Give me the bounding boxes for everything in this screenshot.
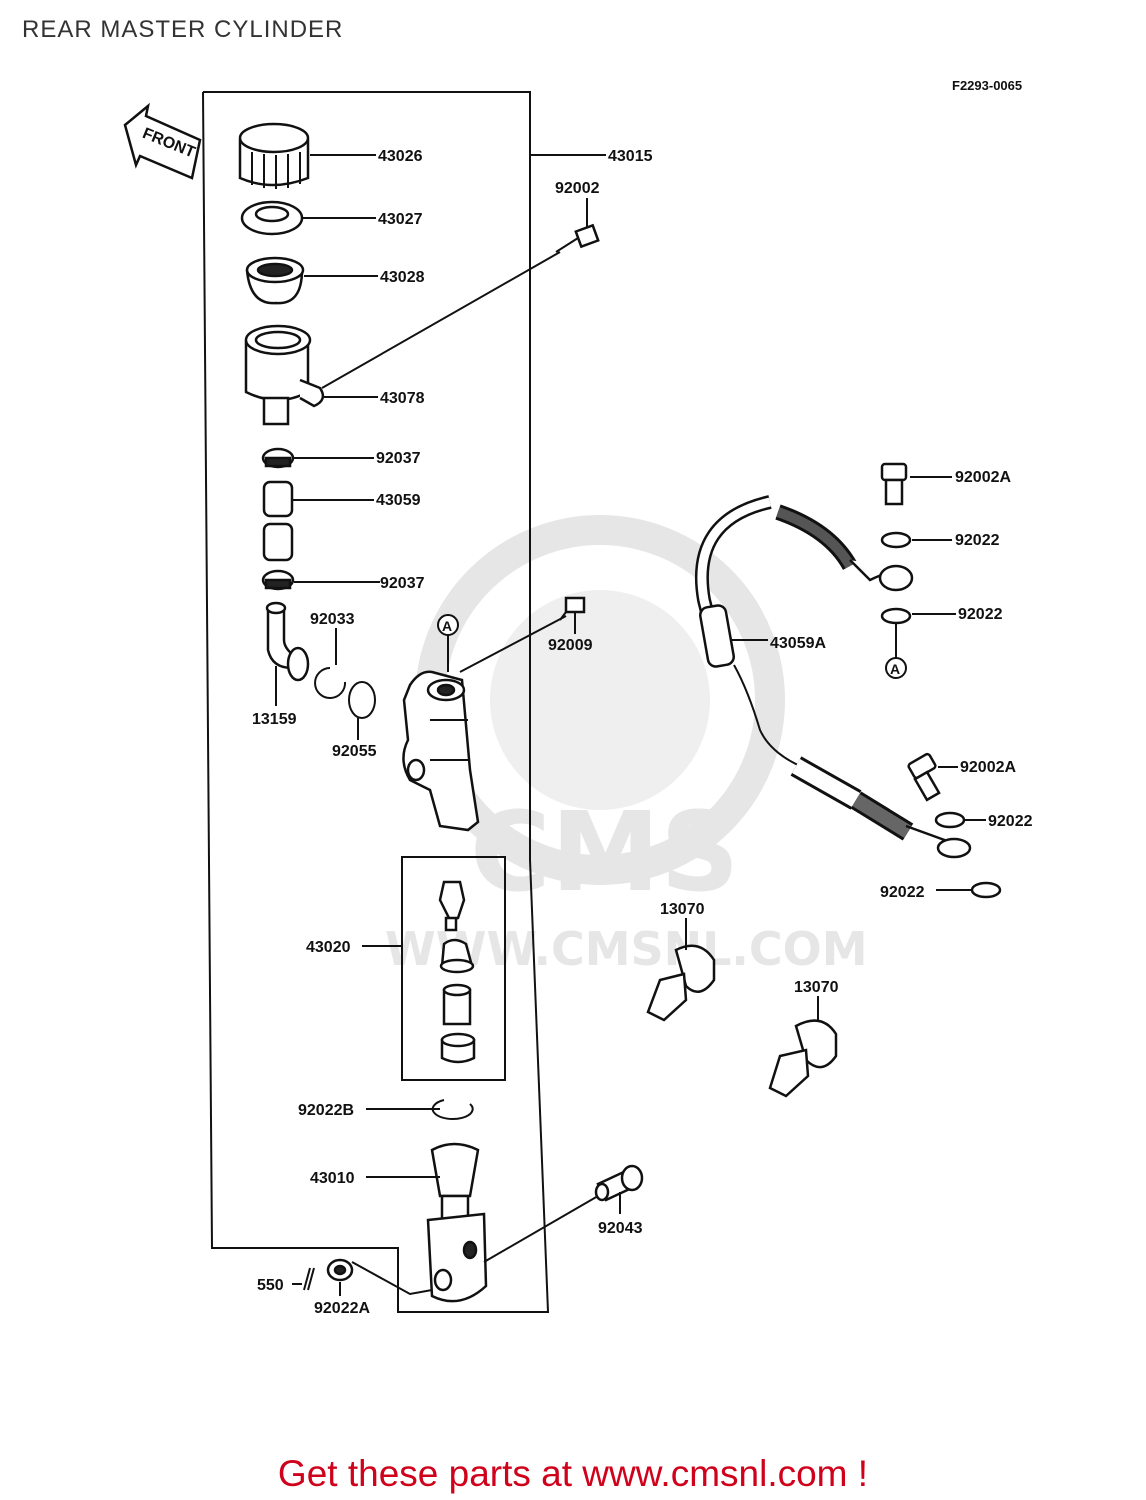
assembly-outline bbox=[203, 91, 531, 860]
cotter-pin-550 bbox=[303, 1267, 315, 1291]
elbow-13159 bbox=[265, 601, 310, 682]
part-label-92002A-lower: 92002A bbox=[960, 759, 1016, 776]
part-label-13070-a: 13070 bbox=[660, 901, 705, 918]
circlip-92033 bbox=[314, 667, 347, 699]
hose-clamp-13070-a bbox=[646, 944, 716, 1022]
svg-text:A: A bbox=[890, 661, 900, 677]
washer-92022-c bbox=[934, 811, 966, 829]
hose-43059 bbox=[262, 480, 294, 562]
page-title: REAR MASTER CYLINDER bbox=[22, 16, 344, 43]
svg-text:A: A bbox=[442, 618, 452, 634]
reservoir-43078 bbox=[244, 324, 325, 426]
part-label-92022-c: 92022 bbox=[988, 813, 1033, 830]
part-label-43078: 43078 bbox=[380, 390, 425, 407]
part-label-43015: 43015 bbox=[608, 148, 653, 165]
hose-clamp-13070-b bbox=[768, 1019, 838, 1098]
leader-bolt-body bbox=[459, 615, 567, 673]
part-label-13070-b: 13070 bbox=[794, 979, 839, 996]
part-label-43028: 43028 bbox=[380, 269, 425, 286]
brake-hose-43059A bbox=[694, 495, 972, 859]
kit-43020-box bbox=[401, 856, 506, 1081]
clevis-pin-92043 bbox=[594, 1164, 644, 1202]
hose-clamp-92037-upper bbox=[261, 447, 295, 469]
leader-washer bbox=[351, 1261, 433, 1296]
part-label-92009: 92009 bbox=[548, 637, 593, 654]
diaphragm-plate-43027 bbox=[240, 200, 304, 236]
part-label-92002: 92002 bbox=[555, 180, 600, 197]
part-label-92037-lower: 92037 bbox=[380, 575, 425, 592]
bolt-92002 bbox=[555, 223, 600, 253]
callout-marker-a-hose: A bbox=[885, 624, 907, 679]
hose-clamp-92037-lower bbox=[261, 569, 295, 591]
part-label-92022A: 92022A bbox=[314, 1300, 370, 1317]
banjo-bolt-92002A-upper bbox=[880, 462, 908, 506]
callout-marker-a-body: A bbox=[437, 614, 459, 672]
diaphragm-43028 bbox=[245, 256, 305, 305]
part-label-92022-d: 92022 bbox=[880, 884, 925, 901]
o-ring-92055 bbox=[348, 681, 376, 719]
push-rod-43010 bbox=[426, 1142, 488, 1303]
part-label-92037-upper: 92037 bbox=[376, 450, 421, 467]
part-label-43059A: 43059A bbox=[770, 635, 826, 652]
part-label-92002A-upper: 92002A bbox=[955, 469, 1011, 486]
assembly-outline-lower bbox=[202, 91, 550, 1313]
washer-92022-d bbox=[970, 881, 1002, 899]
part-label-43020: 43020 bbox=[306, 939, 351, 956]
part-label-92043: 92043 bbox=[598, 1220, 643, 1237]
master-cylinder-body bbox=[402, 670, 480, 832]
part-label-92022-a: 92022 bbox=[955, 532, 1000, 549]
leader-pin bbox=[483, 1195, 599, 1263]
washer-92022-b bbox=[880, 607, 912, 625]
front-arrow-icon: FRONT bbox=[123, 102, 202, 180]
part-label-92022-b: 92022 bbox=[958, 606, 1003, 623]
kit-43020-parts bbox=[438, 880, 476, 1064]
banjo-bolt-92002A-lower bbox=[907, 752, 941, 802]
washer-92022-a bbox=[880, 531, 912, 549]
circlip-92022B bbox=[431, 1099, 474, 1120]
part-label-550: 550 bbox=[257, 1277, 284, 1294]
part-label-43010: 43010 bbox=[310, 1170, 355, 1187]
promo-link[interactable]: Get these parts at www.cmsnl.com ! bbox=[277, 1453, 869, 1494]
part-label-92033: 92033 bbox=[310, 611, 355, 628]
reservoir-cap-43026 bbox=[238, 122, 310, 189]
part-label-43026: 43026 bbox=[378, 148, 423, 165]
part-label-43059: 43059 bbox=[376, 492, 421, 509]
part-label-43027: 43027 bbox=[378, 211, 423, 228]
watermark-brand: CMS bbox=[470, 788, 739, 916]
part-labels: 43026 43027 43028 43078 43015 92002 9203… bbox=[252, 148, 1033, 1317]
part-label-13159: 13159 bbox=[252, 711, 297, 728]
washer-92022A bbox=[326, 1258, 354, 1282]
leader-bolt-reservoir bbox=[321, 251, 561, 389]
part-label-92055: 92055 bbox=[332, 743, 377, 760]
leader-lines bbox=[275, 154, 986, 1296]
part-label-92022B: 92022B bbox=[298, 1102, 354, 1119]
drawing-number: F2293-0065 bbox=[952, 78, 1022, 93]
